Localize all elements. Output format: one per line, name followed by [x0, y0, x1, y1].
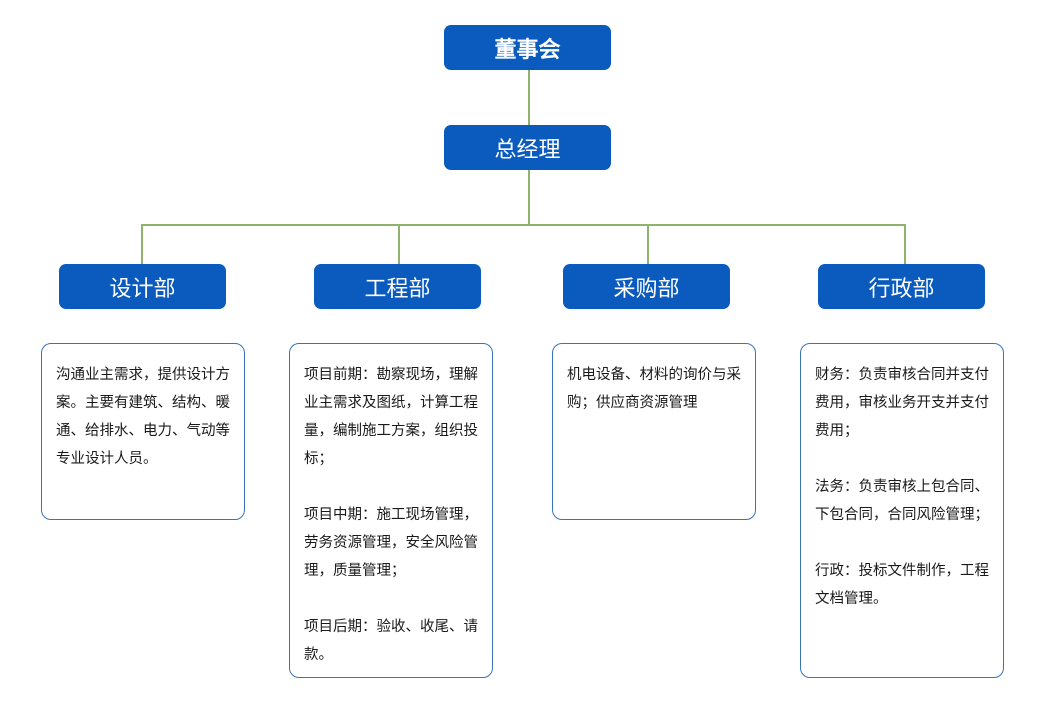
engineering-desc-late: 项目后期：验收、收尾、请款。	[304, 619, 478, 663]
admin-desc-legal: 法务：负责审核上包合同、下包合同，合同风险管理；	[815, 479, 989, 523]
procurement-desc-text: 机电设备、材料的询价与采购；供应商资源管理	[567, 367, 741, 411]
engineering-desc-early: 项目前期：勘察现场，理解业主需求及图纸，计算工程量，编制施工方案，组织投标；	[304, 367, 478, 467]
connector-procurement	[647, 224, 649, 264]
connector-board-gm	[528, 69, 530, 125]
dept-design-description: 沟通业主需求，提供设计方案。主要有建筑、结构、暖通、给排水、电力、气动等专业设计…	[41, 343, 245, 520]
connector-admin	[904, 224, 906, 264]
engineering-desc-middle: 项目中期：施工现场管理，劳务资源管理，安全风险管理，质量管理；	[304, 507, 478, 579]
dept-engineering-node: 工程部	[314, 264, 481, 309]
admin-desc-admin: 行政：投标文件制作，工程文档管理。	[815, 563, 989, 607]
dept-admin-node: 行政部	[818, 264, 985, 309]
general-manager-node: 总经理	[444, 125, 611, 170]
dept-admin-description: 财务：负责审核合同并支付费用，审核业务开支并支付费用； 法务：负责审核上包合同、…	[800, 343, 1004, 678]
connector-design	[141, 224, 143, 264]
design-desc-text: 沟通业主需求，提供设计方案。主要有建筑、结构、暖通、给排水、电力、气动等专业设计…	[56, 367, 230, 467]
connector-horizontal-bus	[141, 224, 905, 226]
dept-engineering-description: 项目前期：勘察现场，理解业主需求及图纸，计算工程量，编制施工方案，组织投标； 项…	[289, 343, 493, 678]
dept-procurement-node: 采购部	[563, 264, 730, 309]
connector-gm-bus	[528, 169, 530, 225]
dept-procurement-description: 机电设备、材料的询价与采购；供应商资源管理	[552, 343, 756, 520]
dept-design-node: 设计部	[59, 264, 226, 309]
connector-engineering	[398, 224, 400, 264]
admin-desc-finance: 财务：负责审核合同并支付费用，审核业务开支并支付费用；	[815, 367, 989, 439]
board-node: 董事会	[444, 25, 611, 70]
